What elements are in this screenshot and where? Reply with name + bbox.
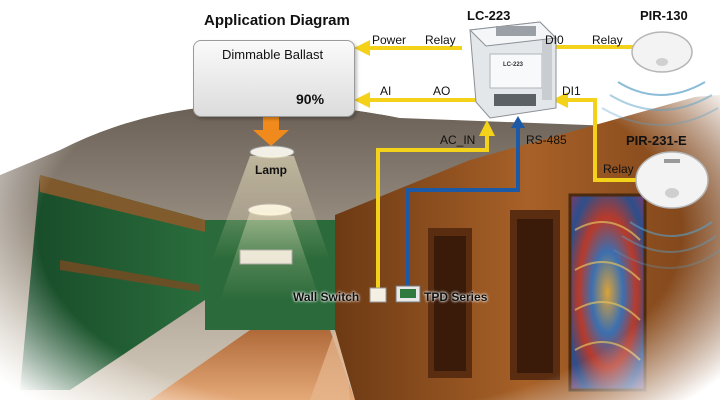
tpd-series-label: TPD Series [424,290,488,304]
ai-label: AI [380,84,392,98]
orange-arrow [253,116,289,146]
wall-switch-label: Wall Switch [293,290,360,304]
pir-231-sensor [613,151,720,269]
diagram-title: Application Diagram [204,12,350,29]
power-label: Power [372,33,407,47]
wall-switch [369,287,387,303]
lamp [212,145,330,260]
di0-label: DI0 [545,33,564,47]
relay-pir130-label: Relay [592,33,623,47]
rs485-label: RS-485 [526,133,567,147]
signal-lines [354,39,640,292]
pir-130-sensor [601,31,719,126]
controller-label: LC-223 [467,8,511,23]
relay-out-label: Relay [425,33,456,47]
ac-in-label: AC_IN [440,133,476,147]
lc-223-badge: LC-223 [503,62,524,68]
tpd-device [395,285,421,303]
ao-label: AO [433,84,451,98]
lc-223-device [468,21,558,119]
ballast-name: Dimmable Ballast [222,47,324,62]
ballast-level: 90% [296,91,325,107]
di1-label: DI1 [562,84,581,98]
pir-130-label: PIR-130 [640,8,688,23]
lamp-label: Lamp [255,163,288,177]
relay-pir231-label: Relay [603,162,634,176]
pir-231-label: PIR-231-E [626,133,687,148]
dimmable-ballast-panel [193,40,355,117]
